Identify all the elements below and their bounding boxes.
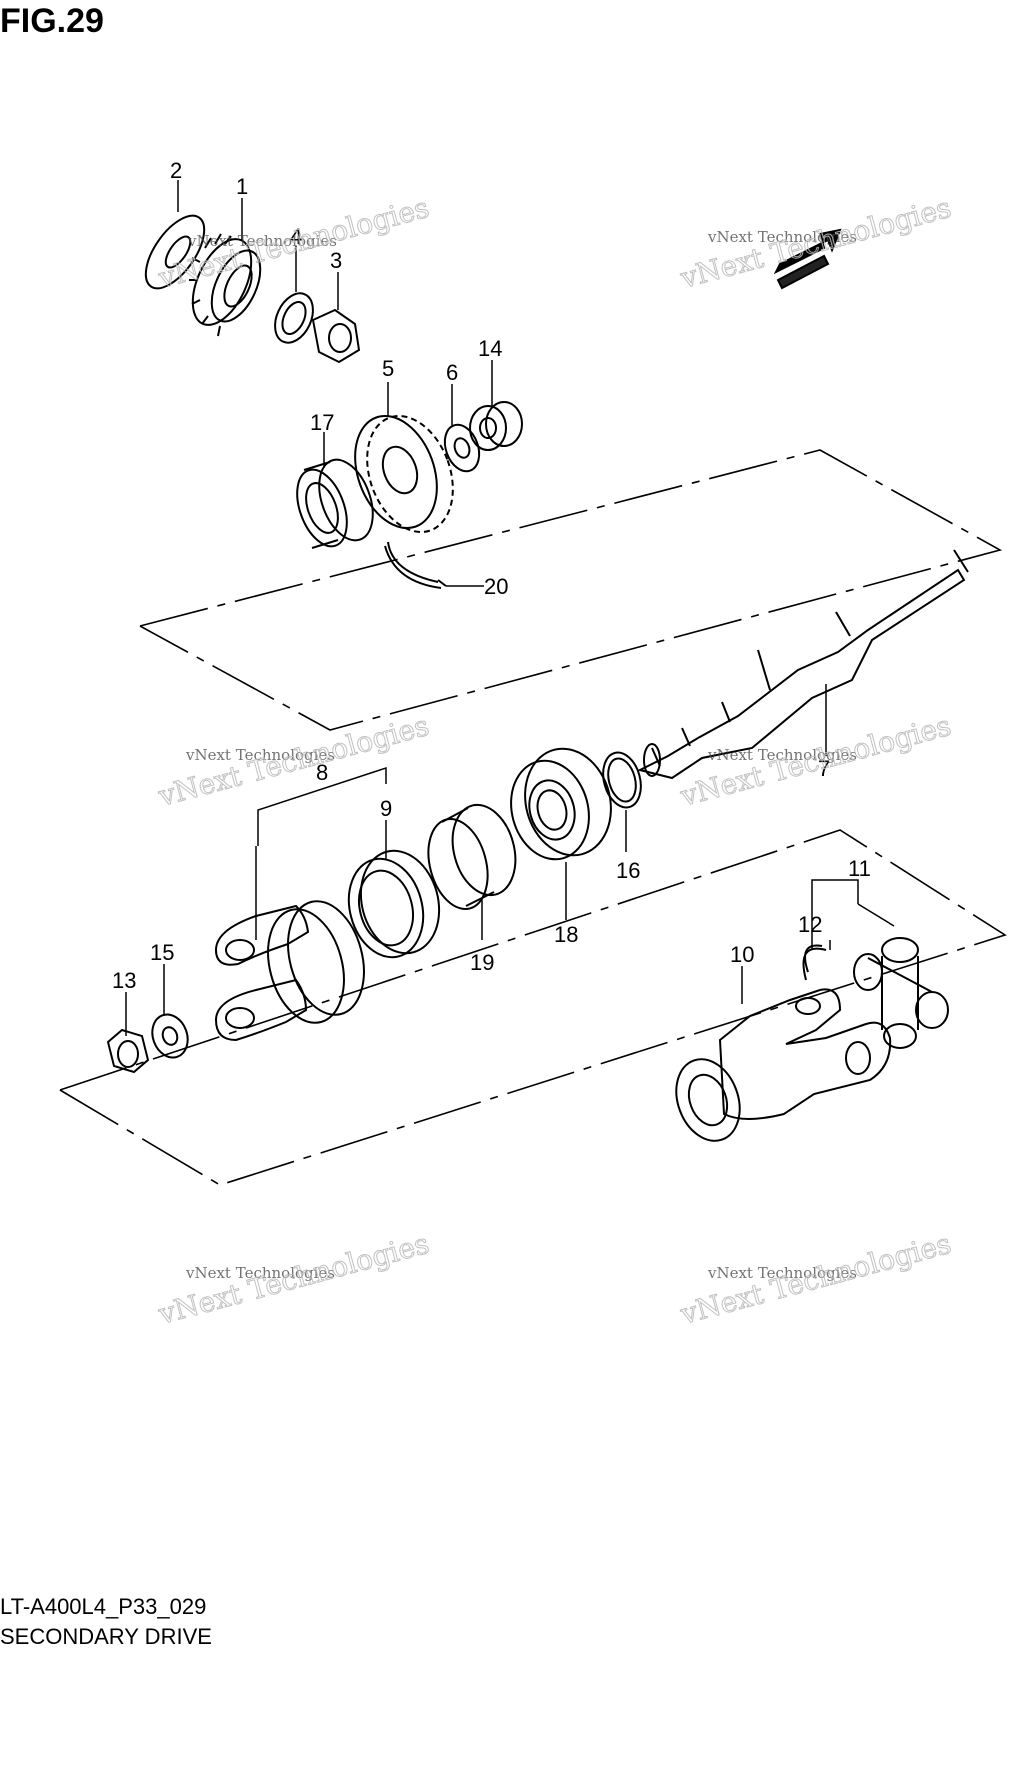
part-17-bearing [296,458,374,549]
part-5-gear [354,414,454,534]
callout-4: 4 [290,224,302,249]
part-1-bevel-gear [189,233,262,337]
part-9-seal [347,849,441,959]
watermark-text: vNext Technologies [187,232,337,250]
callout-16: 16 [616,858,640,883]
callout-8: 8 [316,760,328,785]
callout-19: 19 [470,950,494,975]
watermark-text: vNext Technologies [707,1264,857,1282]
callout-9: 9 [380,796,392,821]
callout-6: 6 [446,360,458,385]
model-code-caption: LT-A400L4_P33_029 [0,1594,207,1619]
callout-3: 3 [330,248,342,273]
watermark-text: vNext Technologies [185,746,335,764]
part-15-washer [151,1013,189,1059]
part-20-circlip [384,541,447,589]
callout-17: 17 [310,410,334,435]
callout-11: 11 [848,856,871,881]
leader-lines [125,180,895,1036]
part-16-ring [602,751,642,809]
callout-18: 18 [554,922,578,947]
callout-12: 12 [798,912,822,937]
callout-1: 1 [236,174,248,199]
callout-14: 14 [478,336,502,361]
part-7-shaft [637,549,969,780]
callout-13: 13 [112,968,136,993]
callout-7: 7 [818,756,830,781]
watermark-text: vNext Technologies [707,228,857,246]
callout-2: 2 [170,158,182,183]
part-19-collar [427,803,517,911]
part-18-bearing [510,747,612,861]
part-2-washer [144,214,206,290]
lower-group-boundary [59,829,1007,1186]
part-6-washer [443,423,481,473]
figure-title: FIG.29 [0,2,104,40]
part-13-nut [106,1028,150,1074]
callout-10: 10 [730,942,754,967]
callout-20: 20 [484,574,508,599]
part-10-yoke [675,988,892,1142]
part-11-spider [853,937,949,1049]
callout-5: 5 [382,356,394,381]
forward-arrow-icon [773,228,842,290]
section-name-caption: SECONDARY DRIVE [0,1624,212,1649]
part-12-circlip [802,944,827,981]
watermark-text: vNext Technologies [707,746,857,764]
part-14-nut [469,401,523,451]
watermark-text: vNext Technologies [185,1264,335,1282]
part-3-nut [311,308,361,364]
upper-group-boundary [139,449,1003,731]
part-8-yoke [214,900,365,1042]
part-4-ring [274,292,314,344]
callout-15: 15 [150,940,174,965]
watermarks: vNext Technologies vNext Technologies vN… [154,190,955,1331]
